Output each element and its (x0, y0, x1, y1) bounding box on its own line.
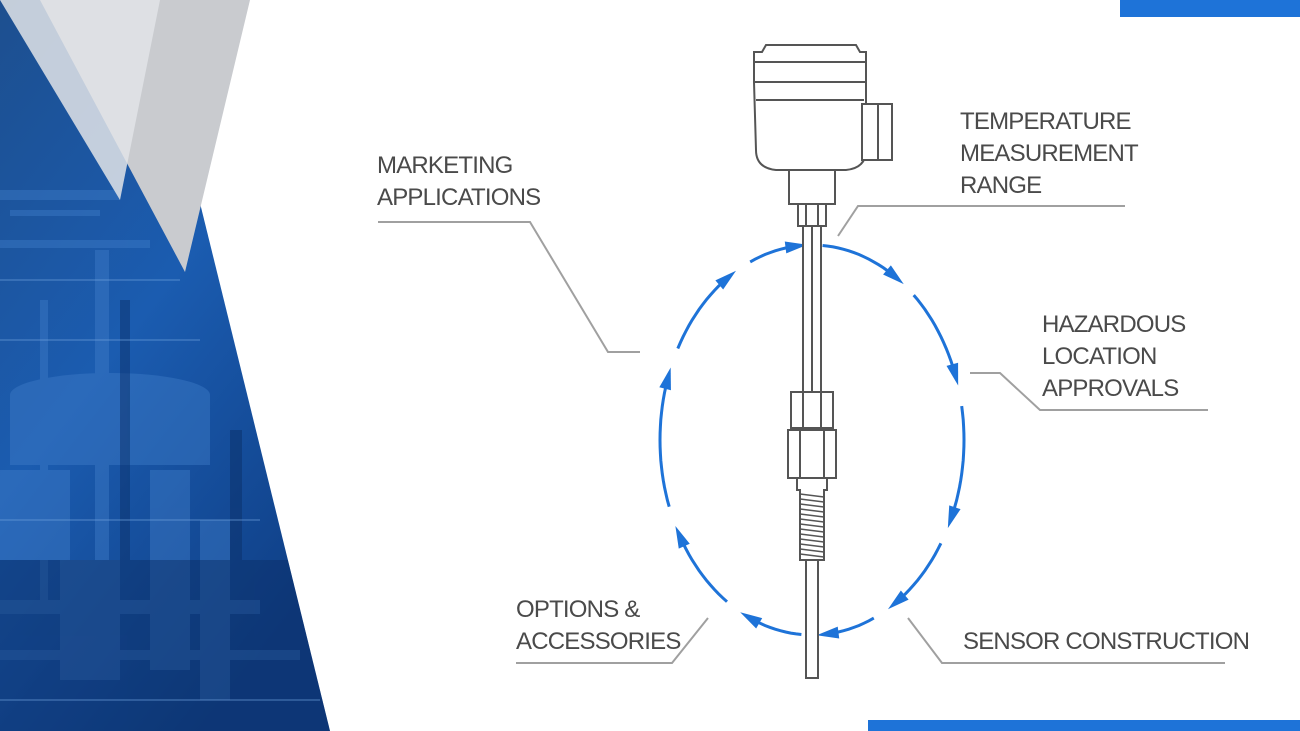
compression-nut-lower (787, 429, 837, 479)
thread-line (799, 538, 825, 543)
thread-line (799, 543, 825, 548)
top-accent-bar (1120, 0, 1300, 17)
label-line: SENSOR CONSTRUCTION (963, 628, 1250, 655)
label-line: LOCATION (1042, 343, 1157, 370)
thread-line (799, 528, 825, 533)
thread-line (799, 513, 825, 518)
thread-line (799, 503, 825, 508)
leader-line-sensor (907, 617, 1225, 664)
label-options-accessories: OPTIONS & ACCESSORIES (516, 594, 681, 658)
housing-neck (788, 169, 836, 205)
thread-line (799, 533, 825, 538)
label-line: OPTIONS & (516, 596, 640, 623)
temperature-sensor-drawing (752, 44, 893, 679)
probe-sheath (805, 559, 819, 679)
leader-lines (378, 205, 1225, 664)
label-sensor-construction: SENSOR CONSTRUCTION (963, 626, 1250, 658)
cycle-arrowhead (816, 626, 840, 639)
label-line: MARKETING (377, 152, 513, 179)
thread-line (799, 553, 825, 558)
leader-line-options (516, 617, 709, 664)
label-line: APPROVALS (1042, 375, 1179, 402)
grey-triangle-light (0, 0, 160, 200)
cycle-arc-segment (822, 244, 898, 280)
cycle-arc-segment (912, 294, 959, 381)
cycle-arrowhead (675, 526, 690, 549)
thread-line (799, 523, 825, 528)
thread-line (799, 493, 825, 498)
thread-line (799, 498, 825, 503)
top-nut (797, 203, 827, 227)
label-line: APPLICATIONS (377, 184, 541, 211)
label-hazardous-location-approvals: HAZARDOUS LOCATION APPROVALS (1042, 309, 1186, 405)
label-line: TEMPERATURE (960, 108, 1132, 135)
bottom-accent-bar (868, 720, 1300, 731)
leader-line-temperature (837, 205, 1125, 237)
cycle-arrowhead (946, 362, 959, 386)
label-line: RANGE (960, 172, 1042, 199)
cycle-arc-segment (949, 405, 966, 520)
thread-line (799, 508, 825, 513)
thread-line (799, 518, 825, 523)
leader-line-hazardous (970, 372, 1208, 411)
cycle-arrowhead (947, 505, 961, 529)
label-line: ACCESSORIES (516, 628, 681, 655)
cycle-arrowhead (784, 241, 808, 254)
label-line: MEASUREMENT (960, 140, 1139, 167)
cycle-arrowhead (740, 612, 763, 629)
label-marketing-applications: MARKETING APPLICATIONS (377, 150, 541, 214)
cycle-arrowhead (715, 270, 737, 290)
label-temperature-measurement-range: TEMPERATURE MEASUREMENT RANGE (960, 106, 1139, 202)
housing-body (752, 81, 867, 171)
cycle-arc-segment (658, 372, 671, 508)
cycle-arrowhead (883, 265, 904, 285)
housing-lid (753, 44, 867, 83)
circular-arrows-cycle (658, 241, 966, 639)
leader-line-marketing (378, 221, 640, 353)
label-line: HAZARDOUS (1042, 311, 1186, 338)
cycle-arrowhead (659, 367, 671, 391)
compression-nut-upper (790, 391, 834, 429)
cycle-arrowhead (887, 590, 909, 610)
thread-line (799, 548, 825, 553)
